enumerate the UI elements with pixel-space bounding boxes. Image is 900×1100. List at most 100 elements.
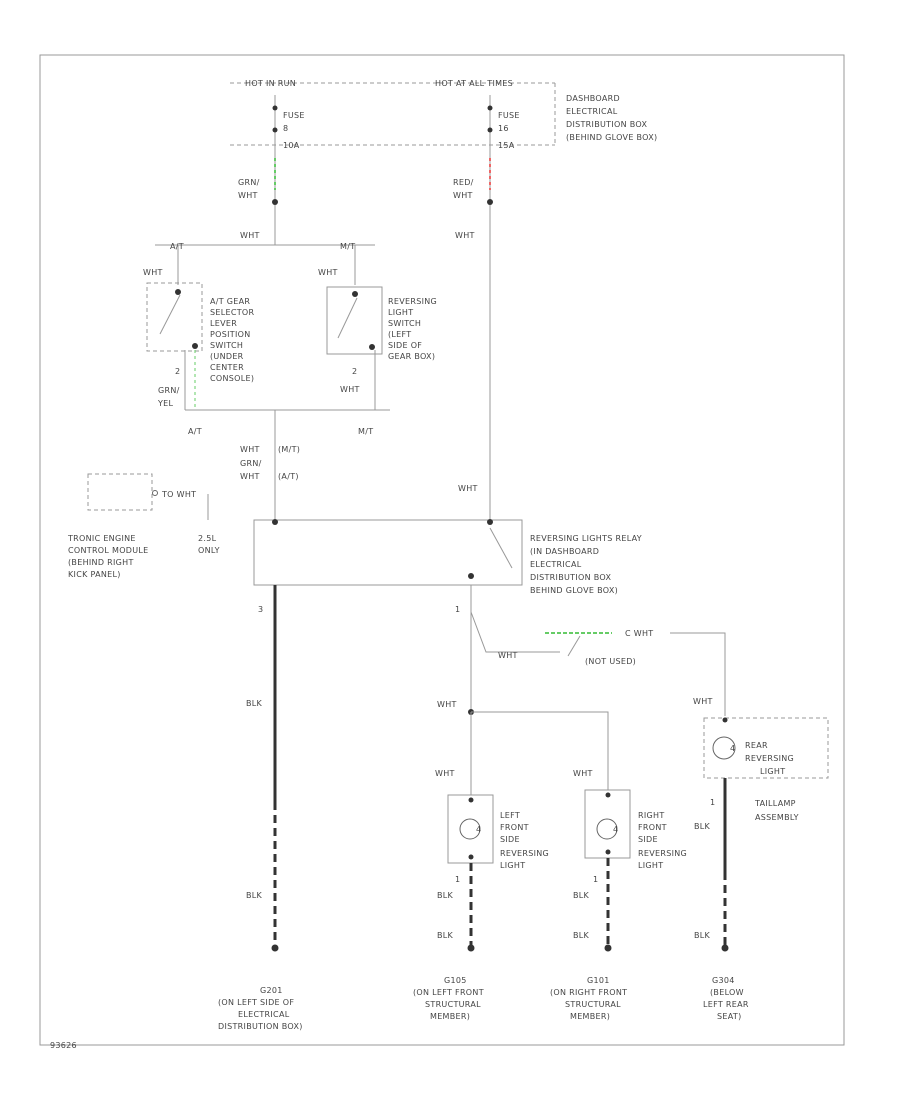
left-light-top-dot (468, 797, 474, 803)
left-light-bulb (459, 818, 481, 840)
svg-text:ELECTRICAL: ELECTRICAL (566, 107, 618, 116)
ecm-pin (152, 490, 158, 496)
svg-text:ELECTRICAL: ELECTRICAL (530, 560, 582, 569)
split-bus (471, 711, 609, 790)
svg-text:(UNDER: (UNDER (210, 352, 244, 361)
svg-text:10A: 10A (283, 141, 300, 150)
rear-light-blk2: BLK (694, 931, 711, 940)
left-light-blk1: BLK (437, 891, 454, 900)
svg-text:2.5L: 2.5L (198, 534, 217, 543)
svg-text:GRN/: GRN/ (238, 178, 260, 187)
rev-switch-label: REVERSING LIGHT SWITCH (LEFT SIDE OF GEA… (388, 297, 437, 361)
svg-text:KICK PANEL): KICK PANEL) (68, 570, 121, 579)
at-switch-contact (159, 294, 181, 335)
fuse-right-conn-dot (487, 199, 493, 205)
ecm-note: 2.5L ONLY (198, 534, 220, 555)
svg-text:ASSEMBLY: ASSEMBLY (755, 813, 799, 822)
svg-text:(BEHIND GLOVE BOX): (BEHIND GLOVE BOX) (566, 133, 657, 142)
relay-contact (489, 527, 513, 569)
grn-wht-at-label: GRN/ WHT (A/T) (240, 459, 299, 481)
svg-text:TRONIC ENGINE: TRONIC ENGINE (67, 534, 136, 543)
at-switch-box (146, 282, 203, 352)
svg-text:SWITCH: SWITCH (388, 319, 421, 328)
hot-in-run-label: HOT IN RUN (245, 79, 296, 88)
svg-text:REVERSING: REVERSING (745, 754, 794, 763)
relay-coil-dot (272, 519, 278, 525)
right-light-bulb-glyph: 4 (613, 825, 618, 834)
relay-out-dot (468, 573, 474, 579)
svg-text:(LEFT: (LEFT (388, 330, 411, 339)
svg-text:GRN/: GRN/ (158, 386, 180, 395)
svg-text:REAR: REAR (745, 741, 768, 750)
right-light-bottom-dot (605, 849, 611, 855)
relay-contact-dot (487, 519, 493, 525)
svg-text:(M/T): (M/T) (278, 445, 300, 454)
rear-light-pin: 1 (710, 798, 715, 807)
right-light-top-dot (605, 792, 611, 798)
rear-light-box (703, 717, 829, 779)
fuse-right-bottom-dot (487, 127, 493, 133)
svg-text:LIGHT: LIGHT (638, 861, 663, 870)
svg-text:WHT: WHT (238, 191, 258, 200)
not-used-diag (567, 635, 581, 657)
fuse-left-conn-dot (272, 199, 278, 205)
svg-text:FUSE: FUSE (498, 111, 520, 120)
svg-text:(A/T): (A/T) (278, 472, 299, 481)
relay-box (253, 519, 523, 586)
rear-light-blk1: BLK (694, 822, 711, 831)
rev-switch-top-dot (352, 291, 358, 297)
svg-text:TAILLAMP: TAILLAMP (754, 799, 796, 808)
svg-text:G201: G201 (260, 986, 283, 995)
right-light-label: RIGHT FRONT SIDE REVERSING LIGHT (638, 811, 687, 870)
g201-dot (271, 944, 279, 952)
svg-text:ONLY: ONLY (198, 546, 220, 555)
footer-code: 93626 (50, 1041, 77, 1050)
svg-text:POSITION: POSITION (210, 330, 251, 339)
right-light-blk2: BLK (573, 931, 590, 940)
svg-text:(ON LEFT FRONT: (ON LEFT FRONT (413, 988, 484, 997)
dash-box-label: DASHBOARD ELECTRICAL DISTRIBUTION BOX (B… (566, 94, 657, 142)
svg-text:SEAT): SEAT) (717, 1012, 742, 1021)
fuse-left-label: FUSE 8 10A (283, 111, 304, 150)
left-light-label: LEFT FRONT SIDE REVERSING LIGHT (500, 811, 549, 870)
right-light-box (584, 789, 631, 859)
relay-feed-label: WHT (458, 484, 478, 493)
rev-switch-wire-label: WHT (318, 268, 338, 277)
svg-text:16: 16 (498, 124, 509, 133)
fuse-left-top-dot (272, 105, 278, 111)
svg-text:8: 8 (283, 124, 288, 133)
at-switch-pin2: 2 (175, 367, 180, 376)
svg-text:ELECTRICAL: ELECTRICAL (238, 1010, 290, 1019)
svg-text:LIGHT: LIGHT (760, 767, 785, 776)
fuse-right-label: FUSE 16 15A (498, 111, 520, 150)
svg-text:MEMBER): MEMBER) (430, 1012, 470, 1021)
svg-text:(BEHIND RIGHT: (BEHIND RIGHT (68, 558, 134, 567)
rear-light-bulb-glyph: 4 (730, 744, 735, 753)
fuse-right-top-dot (487, 105, 493, 111)
not-used-branch (470, 611, 560, 653)
svg-text:DISTRIBUTION BOX: DISTRIBUTION BOX (566, 120, 647, 129)
rear-light-wht: WHT (693, 697, 713, 706)
at-switch-bottom-dot (192, 343, 198, 349)
at-switch-top-dot (175, 289, 181, 295)
rear-light-label: REAR REVERSING LIGHT (745, 741, 794, 776)
left-light-blk2: BLK (437, 931, 454, 940)
mt-bottom-label: M/T (358, 427, 373, 436)
red-wht-label: RED/ WHT (453, 178, 474, 200)
svg-text:RED/: RED/ (453, 178, 474, 187)
svg-text:REVERSING: REVERSING (500, 849, 549, 858)
svg-text:GEAR BOX): GEAR BOX) (388, 352, 435, 361)
wht-splice-label: WHT (240, 231, 260, 240)
svg-text:LIGHT: LIGHT (500, 861, 525, 870)
rev-switch-pin2: 2 (352, 367, 357, 376)
left-light-bulb-glyph: 4 (476, 825, 481, 834)
svg-text:G101: G101 (587, 976, 610, 985)
wht-mt-label: WHT (M/T) (240, 445, 300, 454)
right-light-wht: WHT (573, 769, 593, 778)
svg-text:CENTER: CENTER (210, 363, 244, 372)
diagram-frame (39, 54, 845, 1046)
svg-text:G105: G105 (444, 976, 467, 985)
svg-text:SIDE: SIDE (500, 835, 520, 844)
svg-text:(ON RIGHT FRONT: (ON RIGHT FRONT (550, 988, 627, 997)
svg-text:LEFT REAR: LEFT REAR (703, 1000, 749, 1009)
